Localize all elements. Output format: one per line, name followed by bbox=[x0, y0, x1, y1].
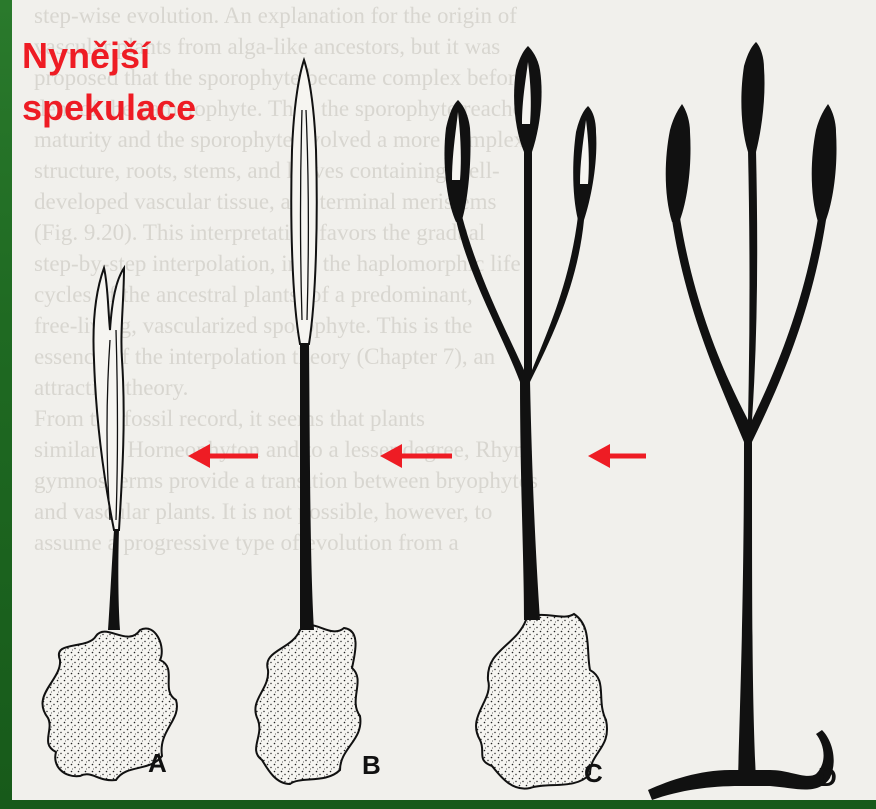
label-b: B bbox=[362, 750, 381, 780]
label-d: D bbox=[818, 762, 837, 792]
label-c: C bbox=[584, 758, 603, 788]
sporangium-d3 bbox=[812, 104, 837, 222]
stem-c bbox=[520, 380, 540, 620]
red-arrows bbox=[188, 444, 646, 468]
arrow-left-icon bbox=[188, 444, 258, 468]
sporangium-d1 bbox=[666, 104, 691, 222]
plant-d: D bbox=[648, 42, 837, 800]
title-line-1: Nynější bbox=[22, 30, 196, 82]
gametophyte-thallus-b bbox=[255, 625, 360, 784]
plant-a: A bbox=[42, 268, 176, 780]
arrow-left-icon bbox=[588, 444, 646, 468]
branches-d bbox=[672, 150, 826, 442]
slide-title: Nynější spekulace bbox=[22, 30, 196, 134]
stem-d bbox=[738, 440, 756, 780]
stalk-b bbox=[300, 340, 314, 630]
plant-c: C bbox=[444, 46, 607, 789]
title-line-2: spekulace bbox=[22, 82, 196, 134]
capsule-b bbox=[291, 60, 316, 344]
sporangium-d2 bbox=[741, 42, 764, 152]
label-a: A bbox=[148, 748, 167, 778]
stalk-a bbox=[108, 530, 120, 630]
arrow-left-icon bbox=[380, 444, 452, 468]
plant-b: B bbox=[255, 60, 380, 784]
branches-c bbox=[456, 150, 584, 382]
